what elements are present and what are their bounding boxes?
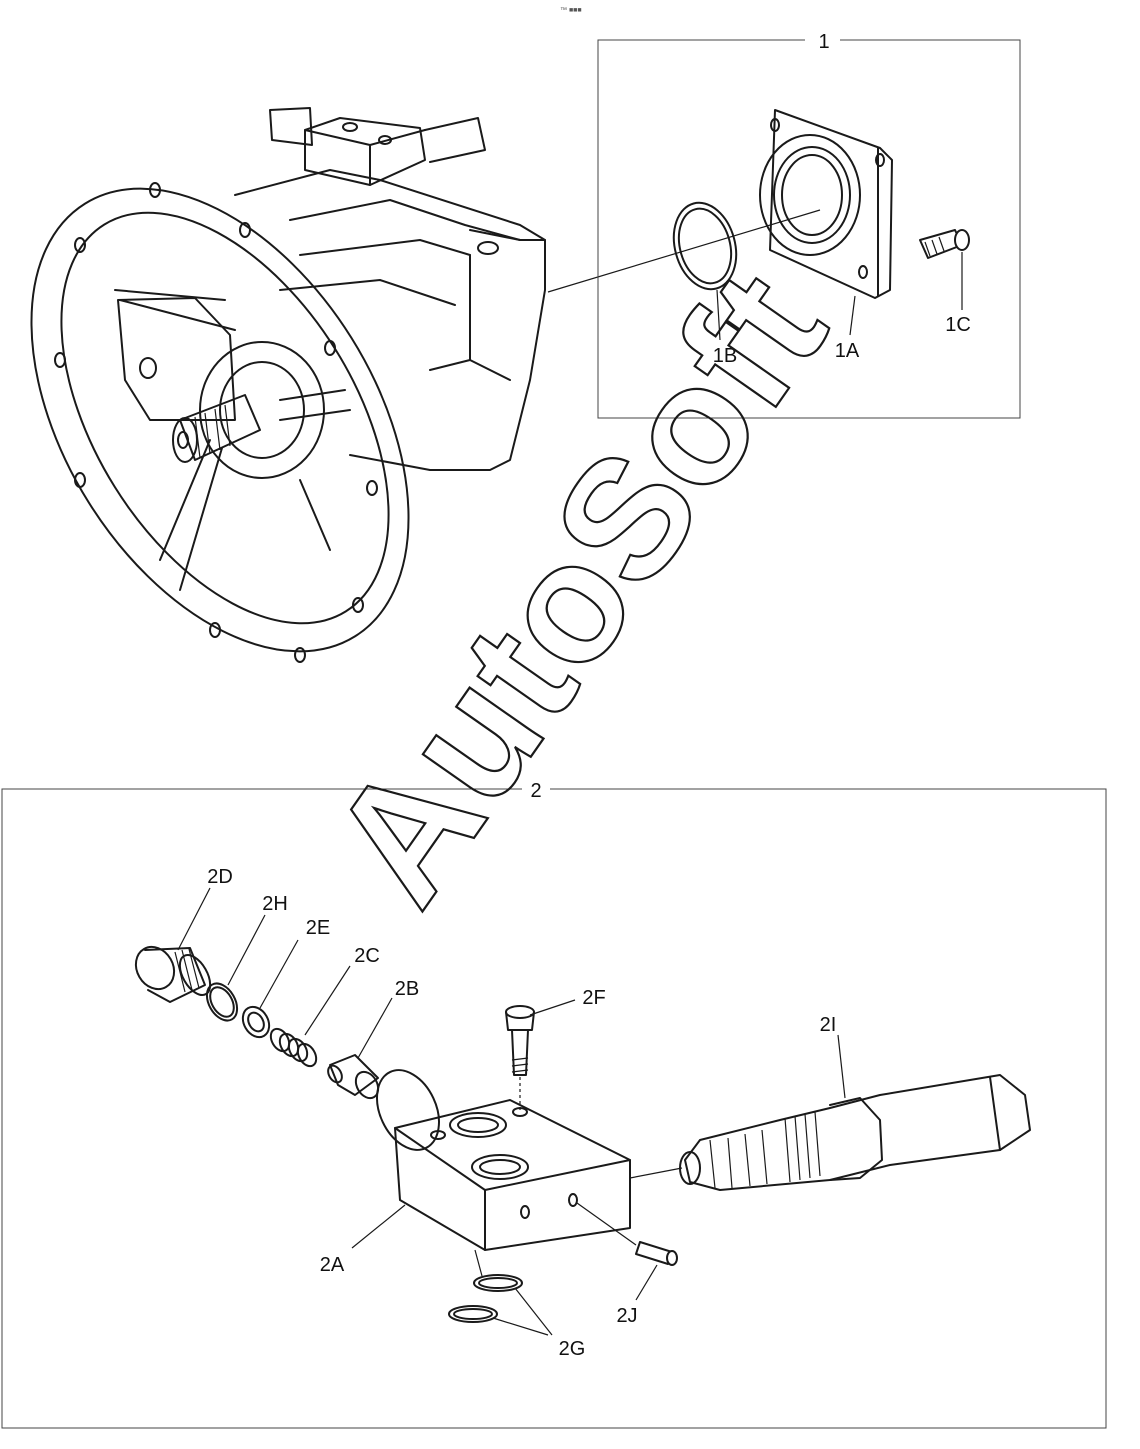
pin-2J [576, 1202, 678, 1266]
leader-2G-a [514, 1287, 553, 1336]
label-2B: 2B [395, 978, 419, 1000]
label-2G: 2G [559, 1338, 586, 1360]
label-1B: 1B [713, 345, 737, 367]
label-2D: 2D [207, 866, 233, 888]
watermark: AutoSoft [295, 239, 862, 936]
pump-assembly [30, 107, 546, 663]
drive-shaft [179, 394, 261, 461]
leader-2E [259, 939, 299, 1009]
group1-parts: 1B 1A 1C [672, 109, 971, 367]
leader-2A-2G [474, 1249, 483, 1277]
leader-2D [177, 887, 211, 951]
label-2H: 2H [262, 893, 288, 915]
shaft-splines [194, 404, 231, 459]
housing-port [477, 241, 499, 255]
poppet-2B [327, 1054, 380, 1100]
top-valve-block [304, 117, 426, 186]
leader-2F [529, 999, 576, 1016]
housing-ribs [279, 199, 521, 306]
leader-pump-group1 [547, 209, 821, 293]
leader-1A [849, 295, 856, 336]
top-valve-port-2 [378, 135, 392, 145]
header-mark: ™ ■■■ [560, 7, 582, 14]
group2-parts: 2D 2H 2E 2C 2B 2F 2I 2A 2J 2G [134, 866, 1031, 1360]
plug-2D [134, 945, 212, 1003]
oring-2G-lower [448, 1305, 498, 1323]
label-1A: 1A [835, 340, 860, 362]
valve-block-2A [376, 1069, 631, 1251]
group1-label: 1 [818, 31, 829, 53]
oring-2G-upper [473, 1274, 523, 1292]
label-2E: 2E [306, 917, 330, 939]
housing-edge [429, 229, 546, 381]
drive-hub-outer [199, 341, 325, 479]
label-2F: 2F [582, 987, 605, 1009]
leader-2C [304, 965, 351, 1036]
top-valve-edges [304, 129, 426, 186]
oring-1B [672, 201, 738, 291]
leader-2J [635, 1264, 658, 1301]
bolt-2F [505, 1005, 535, 1110]
pump-flange-outer [30, 187, 410, 653]
flange-spokes [114, 289, 351, 591]
group1-frame: 1 [597, 31, 1021, 419]
pump-housing [234, 169, 546, 471]
label-2I: 2I [820, 1014, 837, 1036]
label-2A: 2A [320, 1254, 345, 1276]
leader-2H [227, 914, 266, 986]
cover-flange-1A [769, 109, 893, 299]
top-valve-right-cap [424, 117, 486, 163]
cartridge-valve-2I [679, 1074, 1031, 1191]
label-2J: 2J [616, 1305, 637, 1327]
leader-2I [837, 1034, 846, 1099]
shaft-end [172, 417, 198, 463]
leader-2G-b [492, 1317, 549, 1336]
leader-2A-2I [629, 1167, 683, 1179]
top-valve-left-cap [269, 107, 313, 146]
label-1C: 1C [945, 314, 971, 336]
drive-hub-inner [219, 361, 305, 459]
leader-2A [351, 1204, 406, 1249]
spring-2C [269, 1027, 318, 1068]
leader-1B [716, 289, 721, 341]
top-valve-port [342, 122, 358, 132]
leader-2B [357, 997, 393, 1059]
plate-hole [139, 357, 157, 379]
inner-plate [117, 297, 236, 421]
cover-flange-boss [759, 134, 861, 256]
washer-2E [241, 1005, 271, 1039]
group2-label: 2 [530, 780, 541, 802]
shaft-bore [177, 431, 189, 449]
group2-frame: 2 [1, 780, 1107, 1429]
oring-2H [205, 982, 239, 1022]
label-2C: 2C [354, 945, 380, 967]
flange-bolt-holes [54, 182, 378, 663]
